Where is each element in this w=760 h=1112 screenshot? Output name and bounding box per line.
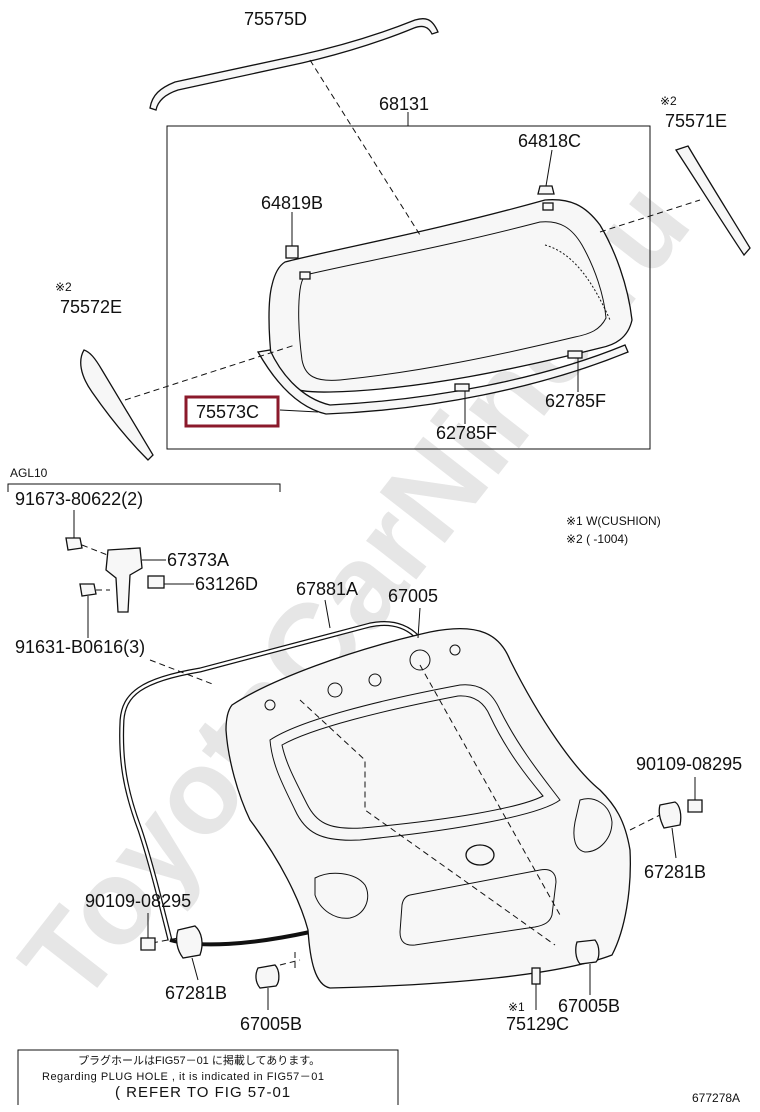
label-90109-left: 90109-08295 xyxy=(85,891,191,911)
label-91673: 91673-80622(2) xyxy=(15,489,143,509)
side-molding-75571e[interactable] xyxy=(674,145,751,257)
leader-67005 xyxy=(417,607,421,639)
label-75129c: 75129C xyxy=(506,1014,569,1034)
spacer-64819b[interactable] xyxy=(285,245,299,259)
clip-64818c[interactable] xyxy=(537,185,555,195)
label-75573c: 75573C xyxy=(196,402,259,422)
mark-star2-75571e: ※2 xyxy=(660,94,677,108)
label-75572e: 75572E xyxy=(60,297,122,317)
leader-64818c xyxy=(545,149,553,187)
bolt-90109-left[interactable] xyxy=(140,937,156,951)
label-64818c: 64818C xyxy=(518,131,581,151)
note-box xyxy=(17,1049,399,1105)
note-japanese: プラグホールはFIG57－01 に掲載してあります。 xyxy=(78,1053,320,1067)
label-75575d: 75575D xyxy=(244,9,307,29)
note-english: Regarding PLUG HOLE , it is indicated in… xyxy=(42,1071,325,1083)
label-75571e: 75571E xyxy=(665,111,727,131)
door-window-inner xyxy=(281,695,544,829)
door-hole xyxy=(368,673,382,687)
tab-left-glass xyxy=(299,271,311,280)
license-plate-recess xyxy=(399,869,557,946)
label-64819b: 64819B xyxy=(261,193,323,213)
door-side-cutout-right xyxy=(573,798,613,853)
door-hole xyxy=(449,644,461,656)
door-hole xyxy=(409,649,431,671)
label-67281b-right: 67281B xyxy=(644,862,706,882)
label-62785f-bottom: 62785F xyxy=(436,423,497,443)
defogger-lines xyxy=(544,244,611,321)
bolt-91631[interactable] xyxy=(79,583,97,597)
bolt-90109-right[interactable] xyxy=(687,799,703,813)
hinge-67373a[interactable] xyxy=(105,547,143,613)
legend-line-1: ※1 W(CUSHION) xyxy=(566,514,661,528)
label-67373a: 67373A xyxy=(167,550,229,570)
guide-line xyxy=(279,959,301,966)
label-62785f-right: 62785F xyxy=(545,391,606,411)
guide-line xyxy=(299,699,556,946)
tab-top-glass xyxy=(542,202,554,211)
stopper-62785f-bottom[interactable] xyxy=(454,383,470,392)
cushion-67005b-right[interactable] xyxy=(575,939,600,965)
lower-molding-75573c[interactable] xyxy=(256,344,629,415)
guide-line xyxy=(309,59,421,236)
label-63126d: 63126D xyxy=(195,574,258,594)
back-door-panel-67005[interactable] xyxy=(225,628,631,989)
weatherstrip-inner xyxy=(120,622,421,941)
cushion-67005b-left[interactable] xyxy=(255,964,280,989)
stopper-67281b-right[interactable] xyxy=(658,801,682,829)
stopper-62785f-right[interactable] xyxy=(567,350,583,359)
leader-67281b-right xyxy=(671,827,677,859)
back-door-glass-68131[interactable] xyxy=(268,199,633,393)
label-67005: 67005 xyxy=(388,586,438,606)
side-molding-75572e[interactable] xyxy=(80,349,154,461)
group-bracket xyxy=(7,483,281,492)
guide-line xyxy=(81,544,111,557)
glass-inner-outline xyxy=(298,221,607,381)
guide-line xyxy=(599,199,701,233)
leader-67281b-left xyxy=(191,957,199,981)
cushion-75129c[interactable] xyxy=(531,967,541,985)
guide-line xyxy=(151,937,179,944)
label-67005b-left: 67005B xyxy=(240,1014,302,1034)
guide-line xyxy=(149,659,216,686)
stopper-67281b-left[interactable] xyxy=(176,925,203,959)
label-68131: 68131 xyxy=(379,94,429,114)
door-side-cutout-left xyxy=(314,872,369,919)
bolt-91673[interactable] xyxy=(65,537,83,551)
door-hole xyxy=(327,682,343,698)
highlight-box-75573c[interactable] xyxy=(184,395,280,428)
molding-75575d[interactable] xyxy=(149,17,439,111)
label-90109-right: 90109-08295 xyxy=(636,754,742,774)
mark-star2-75572e: ※2 xyxy=(55,280,72,294)
figure-code: 677278A xyxy=(692,1091,740,1105)
cover-63126d[interactable] xyxy=(147,575,165,589)
label-67005b-right: 67005B xyxy=(558,996,620,1016)
guide-line xyxy=(124,344,296,401)
door-window-opening xyxy=(269,684,561,841)
label-67281b-left: 67281B xyxy=(165,983,227,1003)
label-67881a: 67881A xyxy=(296,579,358,599)
door-hole xyxy=(264,699,276,711)
guide-line xyxy=(629,814,661,831)
guide-line xyxy=(419,664,561,916)
legend-line-2: ※2 ( -1004) xyxy=(566,532,628,546)
mark-star1-75129c: ※1 xyxy=(508,1000,525,1014)
label-91631: 91631-B0616(3) xyxy=(15,637,145,657)
leader-67881a xyxy=(324,599,331,629)
leader-75573c xyxy=(279,409,319,413)
group-label-agl10: AGL10 xyxy=(10,466,48,480)
emblem xyxy=(465,844,495,866)
note-reference[interactable]: ( REFER TO FIG 57-01 xyxy=(115,1084,291,1101)
